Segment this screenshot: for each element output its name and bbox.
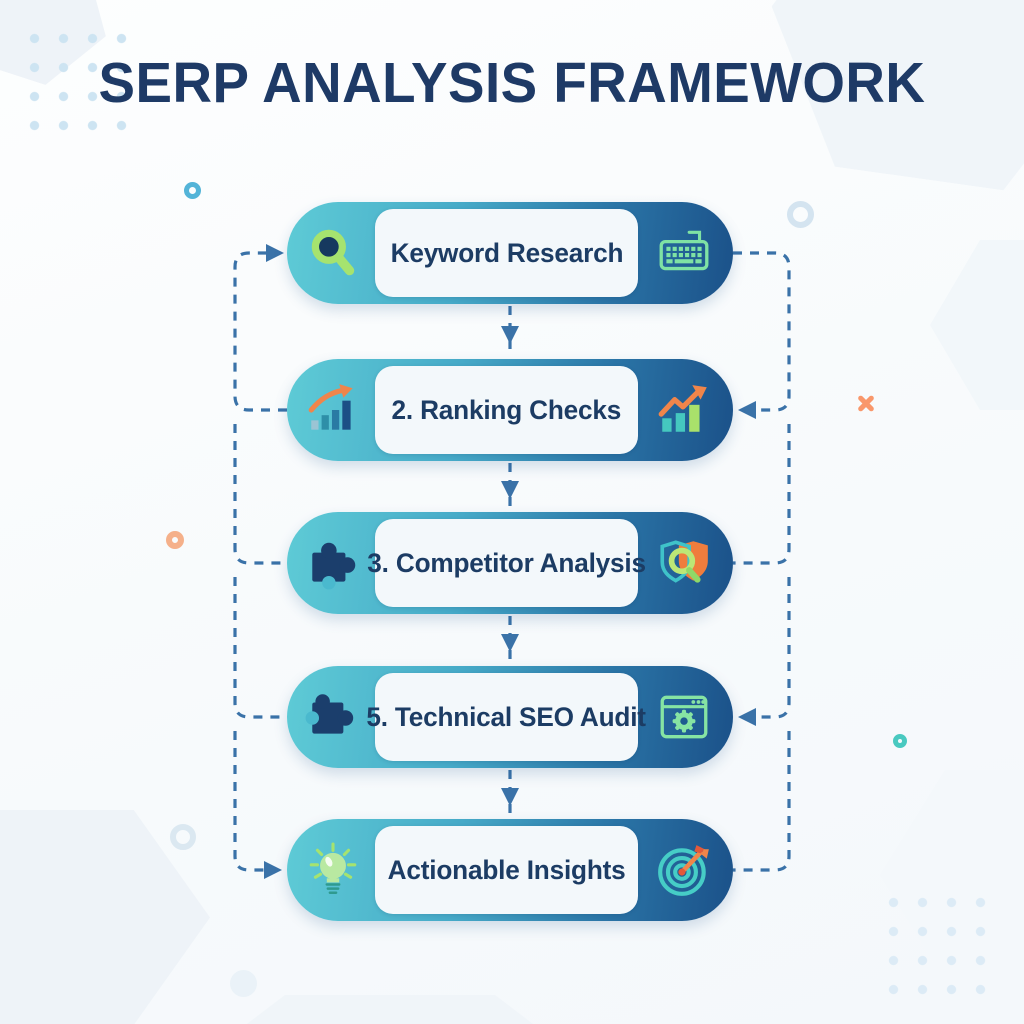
- step-label: Actionable Insights: [387, 854, 626, 885]
- circle-decoration: [166, 531, 184, 549]
- browser-gear-icon: [655, 688, 713, 746]
- step-label-box: 2. Ranking Checks: [375, 366, 638, 454]
- rising-bars-icon: [304, 381, 362, 439]
- puzzle-piece-icon: [304, 534, 362, 592]
- step-label-box: Keyword Research: [375, 209, 638, 297]
- dot-grid-decoration: [879, 888, 997, 1006]
- step-label-box: 5. Technical SEO Audit: [367, 673, 646, 761]
- lightbulb-icon: [304, 841, 362, 899]
- step-pill-ranking-checks: 2. Ranking Checks: [287, 359, 733, 461]
- step-pill-keyword-research: Keyword Research: [287, 202, 733, 304]
- step-label-box: Actionable Insights: [375, 826, 638, 914]
- step-label-box: 3. Competitor Analysis: [367, 519, 646, 607]
- step-pill-actionable-insights: Actionable Insights: [287, 819, 733, 921]
- step-pill-technical-seo-audit: 5. Technical SEO Audit: [287, 666, 733, 768]
- keyboard-icon: [655, 224, 713, 282]
- step-pill-competitor-analysis: 3. Competitor Analysis: [287, 512, 733, 614]
- step-label: Keyword Research: [390, 237, 623, 268]
- magnifier-icon: [304, 224, 362, 282]
- circle-decoration: [893, 734, 907, 748]
- step-label: 3. Competitor Analysis: [367, 547, 646, 578]
- circle-decoration: [230, 970, 257, 997]
- circle-decoration: [170, 824, 196, 850]
- hexagon-decoration: [180, 995, 600, 1024]
- target-dart-icon: [655, 841, 713, 899]
- x-mark-decoration: [854, 391, 878, 415]
- hexagon-decoration: [930, 240, 1024, 410]
- circle-decoration: [184, 182, 201, 199]
- step-label: 5. Technical SEO Audit: [366, 701, 647, 732]
- shield-magnifier-icon: [655, 534, 713, 592]
- step-label: 2. Ranking Checks: [391, 394, 622, 425]
- puzzle-piece-icon: [304, 688, 362, 746]
- dot-grid-decoration: [20, 24, 138, 142]
- page-title: SERP ANALYSIS FRAMEWORK: [98, 51, 926, 115]
- circle-decoration: [787, 201, 814, 228]
- growth-chart-icon: [655, 381, 713, 439]
